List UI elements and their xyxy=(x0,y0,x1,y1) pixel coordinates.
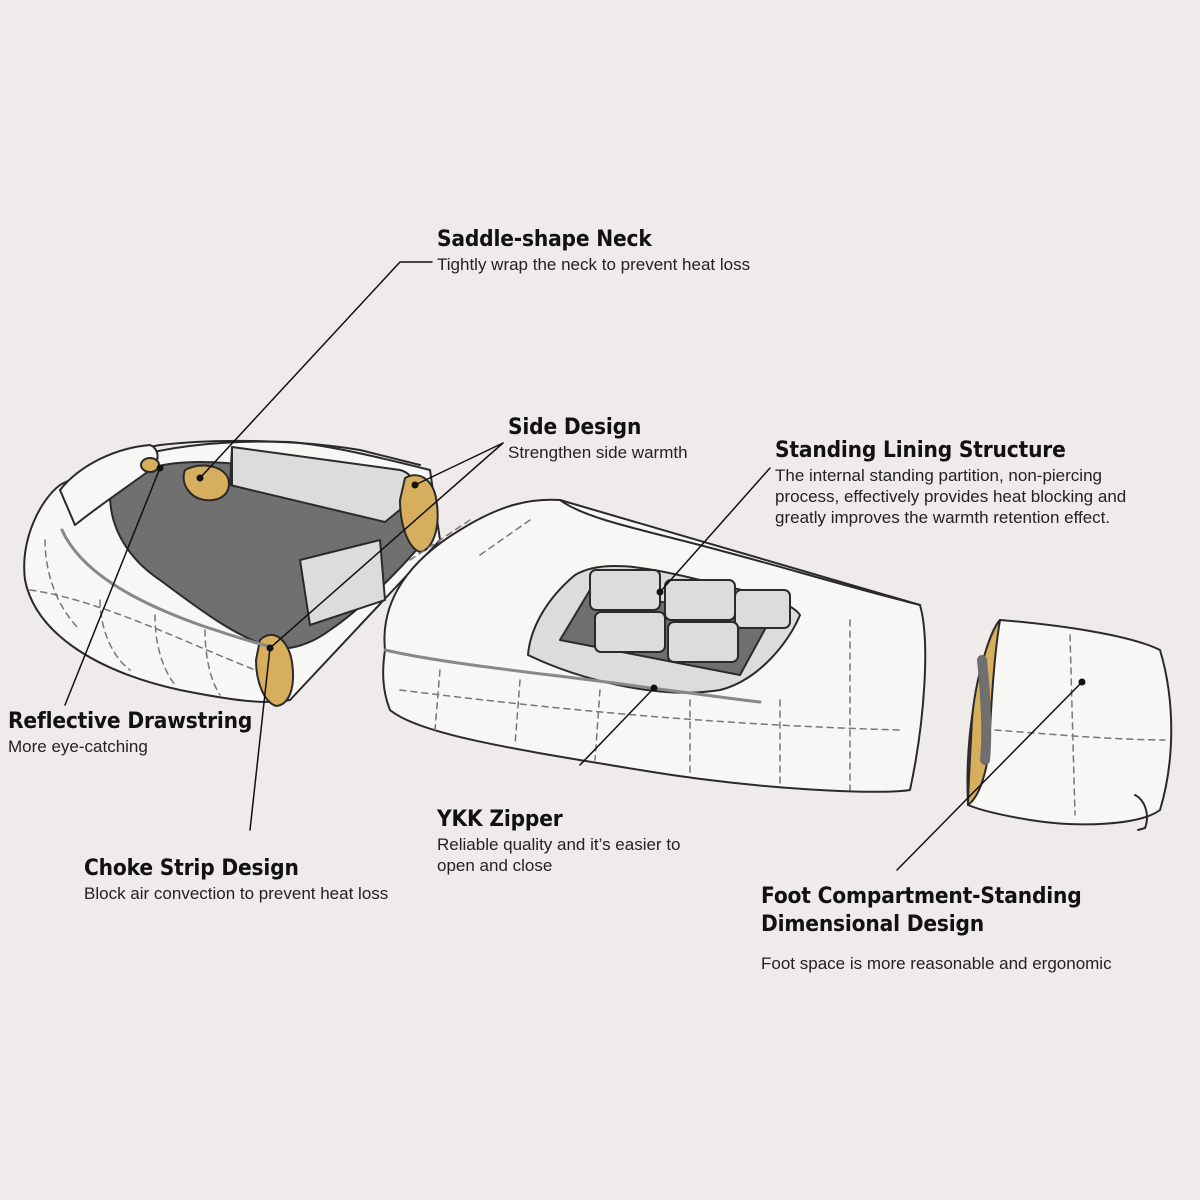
foot-shell xyxy=(966,619,1173,826)
callout-desc: Tightly wrap the neck to prevent heat lo… xyxy=(437,255,751,274)
foot-section xyxy=(966,619,1173,831)
saddle-neck xyxy=(182,464,230,502)
callout-desc: More eye-catching xyxy=(8,737,148,756)
middle-section xyxy=(382,498,927,793)
leader-side-design-1 xyxy=(414,442,504,486)
callout-reflective-drawstring: Reflective Drawstring More eye-catching xyxy=(8,708,273,757)
leader-side-design-2 xyxy=(269,442,504,649)
callout-desc-line: Reliable quality and it’s easier to xyxy=(437,835,681,854)
callout-title: Saddle-shape Neck xyxy=(437,227,652,252)
callout-side-design: Side Design Strengthen side warmth xyxy=(508,414,688,463)
callout-desc: Block air convection to prevent heat los… xyxy=(84,884,389,903)
leader-ykk xyxy=(579,687,655,766)
callout-desc-line: process, effectively provides heat block… xyxy=(775,487,1127,506)
callout-standing-lining: Standing Lining Structure The internal s… xyxy=(775,437,1126,528)
callout-ykk-zipper: YKK Zipper Reliable quality and it’s eas… xyxy=(437,806,681,876)
callout-desc-line: greatly improves the warmth retention ef… xyxy=(775,508,1111,527)
callout-desc-line: open and close xyxy=(437,856,553,875)
callout-desc-line: The internal standing partition, non-pie… xyxy=(775,466,1102,485)
callout-title: YKK Zipper xyxy=(437,807,563,832)
leader-choke xyxy=(249,647,271,831)
hood-flap xyxy=(59,444,159,526)
leader-saddle-neck xyxy=(199,261,433,479)
leader-lines xyxy=(64,261,1083,871)
callout-title: Side Design xyxy=(508,415,642,440)
callout-title: Choke Strip Design xyxy=(84,856,299,881)
leader-standing-lining xyxy=(659,467,771,593)
callout-title: Reflective Drawstring xyxy=(8,709,253,734)
callout-desc: Foot space is more reasonable and ergono… xyxy=(761,954,1112,973)
leader-reflective xyxy=(64,467,161,706)
head-section xyxy=(23,439,441,707)
callout-title: Standing Lining Structure xyxy=(775,438,1066,463)
callout-choke-strip: Choke Strip Design Block air convection … xyxy=(84,855,388,904)
leader-foot xyxy=(896,681,1083,871)
callout-desc: Strengthen side warmth xyxy=(508,443,688,462)
callout-foot-compartment: Foot Compartment-Standing Dimensional De… xyxy=(761,883,1112,974)
callout-title-line: Dimensional Design xyxy=(761,912,985,937)
callout-title-line: Foot Compartment-Standing xyxy=(761,884,1082,909)
callout-saddle-neck: Saddle-shape Neck Tightly wrap the neck … xyxy=(437,226,750,275)
